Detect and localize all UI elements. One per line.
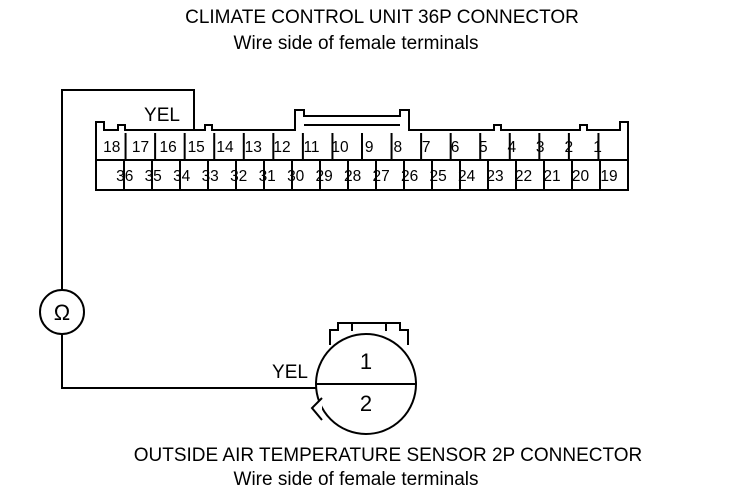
pin-label: 5 [479, 139, 488, 156]
pin-label: 4 [507, 139, 516, 156]
pin-label: 21 [543, 168, 560, 185]
pin-label: 12 [273, 139, 290, 156]
row2-cell-dividers [123, 160, 601, 190]
pin-label: 10 [331, 139, 349, 156]
pin-label: 17 [132, 139, 149, 156]
pin-label: 11 [303, 139, 319, 156]
pin-label: 19 [600, 168, 617, 185]
pin-label: 22 [515, 168, 532, 185]
sensor-pin-label: 1 [360, 349, 372, 374]
sensor-wire-color-label: YEL [272, 362, 308, 383]
top-connector-title: CLIMATE CONTROL UNIT 36P CONNECTOR [185, 7, 579, 28]
pin-label: 1 [593, 139, 602, 156]
pin-label: 6 [451, 139, 460, 156]
pin-row-2: 36 35 34 33 32 31 30 29 28 27 26 25 24 2… [116, 168, 617, 185]
pin-label: 26 [401, 168, 418, 185]
pin-label: 13 [245, 139, 262, 156]
top-connector-subtitle: Wire side of female terminals [234, 33, 479, 54]
pin-label: 32 [230, 168, 247, 185]
pin-label: 25 [429, 168, 446, 185]
pin-label: 31 [259, 168, 276, 185]
pin-label: 35 [145, 168, 162, 185]
top-connector-outline [95, 109, 629, 191]
probe-wire-top [61, 89, 195, 290]
pin-label: 15 [188, 139, 205, 156]
sensor-connector-title: OUTSIDE AIR TEMPERATURE SENSOR 2P CONNEC… [134, 445, 643, 466]
row1-cell-dividers [124, 133, 600, 160]
pin-label: 28 [344, 168, 361, 185]
ohm-symbol: Ω [54, 300, 70, 325]
sensor-connector-subtitle: Wire side of female terminals [234, 469, 479, 490]
pin-label: 36 [116, 168, 133, 185]
top-wire-color-label: YEL [144, 105, 180, 126]
pin-label: 2 [564, 139, 573, 156]
pin-label: 23 [486, 168, 503, 185]
pin-label: 8 [393, 139, 402, 156]
pin-label: 16 [159, 139, 176, 156]
pin-label: 27 [372, 168, 389, 185]
sensor-connector: 1 2 [310, 322, 417, 435]
sensor-pin-label: 2 [360, 391, 372, 416]
pin-label: 24 [458, 168, 476, 185]
pin-row-1: 18 17 16 15 14 13 12 11 10 9 8 7 6 5 4 3… [103, 139, 602, 156]
pin-label: 34 [173, 168, 191, 185]
probe-wire-bottom [61, 334, 318, 389]
pin-label: 33 [202, 168, 219, 185]
sensor-lock-tab [329, 322, 409, 345]
pin-label: 14 [216, 139, 234, 156]
pin-label: 29 [315, 168, 332, 185]
pin-label: 30 [287, 168, 305, 185]
pin-label: 7 [422, 139, 431, 156]
pin-label: 20 [572, 168, 590, 185]
sensor-key-notch [310, 397, 323, 421]
pin-label: 3 [536, 139, 545, 156]
pin-label: 18 [103, 139, 120, 156]
pin-label: 9 [365, 139, 374, 156]
